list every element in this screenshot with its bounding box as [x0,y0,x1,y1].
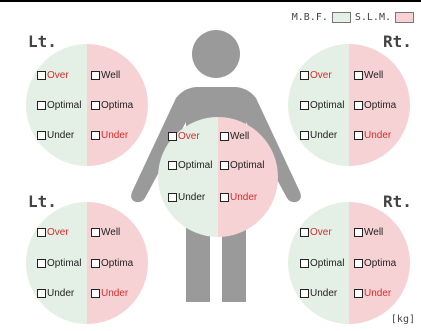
trunk-under-slm[interactable]: Under [220,192,257,203]
right-arm-under-mbf[interactable]: Under [300,130,337,141]
checkbox-icon [354,259,363,268]
right-arm-optimal-slm[interactable]: Optima [354,100,396,111]
left-arm-optimal-slm[interactable]: Optima [91,100,133,111]
left-leg-optimal-mbf[interactable]: Optimal [37,258,81,269]
right-leg-optimal-mbf[interactable]: Optimal [300,258,344,269]
legend-mbf-label: M.B.F. [291,12,328,23]
checkbox-icon [354,289,363,298]
left-leg-under-slm[interactable]: Under [91,288,128,299]
right-arm-circle [288,44,410,166]
left-arm-under-mbf[interactable]: Under [37,130,74,141]
checkbox-icon [300,289,309,298]
right-leg-under-mbf[interactable]: Under [300,288,337,299]
checkbox-icon [37,289,46,298]
checkbox-icon [300,131,309,140]
left-leg-well[interactable]: Well [91,227,120,238]
legend: M.B.F. S.L.M. [292,12,414,23]
left-leg-over[interactable]: Over [37,227,69,238]
right-arm-under-slm[interactable]: Under [354,130,391,141]
trunk-under-mbf[interactable]: Under [168,192,205,203]
right-leg-under-slm[interactable]: Under [354,288,391,299]
checkbox-icon [91,228,100,237]
checkbox-icon [91,259,100,268]
checkbox-icon [91,289,100,298]
left-leg-circle [26,202,148,324]
trunk-well[interactable]: Well [220,131,249,142]
left-arm-over[interactable]: Over [37,70,69,81]
right-arm-optimal-mbf[interactable]: Optimal [300,100,344,111]
legend-mbf-swatch [331,12,351,23]
checkbox-icon [300,259,309,268]
checkbox-icon [91,101,100,110]
legend-slm-label: S.L.M. [354,12,391,23]
checkbox-icon [37,259,46,268]
right-leg-over[interactable]: Over [300,227,332,238]
left-leg-optimal-slm[interactable]: Optima [91,258,133,269]
trunk-over[interactable]: Over [168,131,200,142]
right-leg-well[interactable]: Well [354,227,383,238]
left-arm-well[interactable]: Well [91,70,120,81]
checkbox-icon [300,71,309,80]
checkbox-icon [168,161,177,170]
checkbox-icon [168,132,177,141]
checkbox-icon [220,161,229,170]
left-leg-under-mbf[interactable]: Under [37,288,74,299]
checkbox-icon [37,101,46,110]
checkbox-icon [91,131,100,140]
checkbox-icon [168,193,177,202]
right-leg-optimal-slm[interactable]: Optima [354,258,396,269]
checkbox-icon [220,132,229,141]
right-arm-well[interactable]: Well [354,70,383,81]
checkbox-icon [220,193,229,202]
left-arm-under-slm[interactable]: Under [91,130,128,141]
checkbox-icon [354,131,363,140]
unit-label: [kg] [390,314,415,325]
checkbox-icon [37,131,46,140]
trunk-optimal-slm[interactable]: Optimal [220,160,264,171]
checkbox-icon [354,101,363,110]
trunk-optimal-mbf[interactable]: Optimal [168,160,212,171]
legend-slm-swatch [395,12,414,23]
checkbox-icon [300,101,309,110]
checkbox-icon [354,228,363,237]
checkbox-icon [37,71,46,80]
checkbox-icon [300,228,309,237]
checkbox-icon [354,71,363,80]
left-arm-optimal-mbf[interactable]: Optimal [37,100,81,111]
left-arm-circle [26,44,148,166]
right-arm-over[interactable]: Over [300,70,332,81]
checkbox-icon [37,228,46,237]
checkbox-icon [91,71,100,80]
